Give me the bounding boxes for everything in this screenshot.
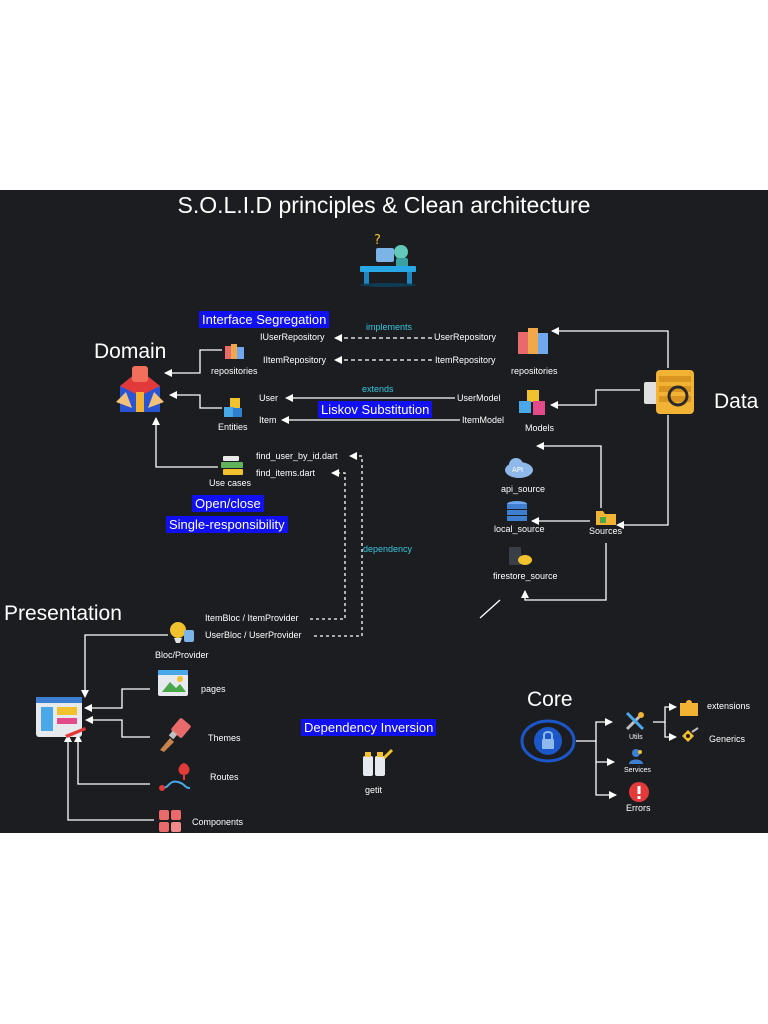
entities-label: Entities <box>218 422 248 432</box>
sources-label: Sources <box>589 526 623 536</box>
user-model-label: UserModel <box>457 393 501 403</box>
presentation-section-title: Presentation <box>4 602 122 625</box>
bloc-provider-label: Bloc/Provider <box>155 650 209 660</box>
data-to-models-line <box>550 389 640 409</box>
liskov-substitution-label: Liskov Substitution <box>318 401 433 418</box>
extensions-label: extensions <box>707 701 751 711</box>
utils-tools-icon <box>624 710 646 732</box>
pages-label: pages <box>201 684 226 694</box>
components-grid-icon <box>158 809 184 833</box>
svg-text:?: ? <box>374 233 381 248</box>
pages-icon <box>156 668 190 698</box>
find-items-label: find_items.dart <box>256 468 316 478</box>
api-source-cloud-icon: API <box>503 456 535 480</box>
utils-to-generics-line <box>664 722 677 741</box>
data-repositories-label: repositories <box>511 366 558 376</box>
services-label: Services <box>624 767 651 774</box>
utils-label: Utils <box>629 734 643 741</box>
local-source-label: local_source <box>494 524 545 534</box>
interface-segregation-label: Interface Segregation <box>199 311 330 328</box>
domain-house-icon <box>112 362 168 418</box>
extensions-puzzle-icon <box>678 697 700 717</box>
user-bloc-dependency-line <box>314 452 363 637</box>
entities-to-domain-line <box>169 391 222 409</box>
getit-label: getit <box>365 785 383 795</box>
services-icon <box>626 748 646 766</box>
sources-to-firestore-line <box>521 543 607 601</box>
implements-label: implements <box>366 322 413 332</box>
diagram-board: S.O.L.I.D principles & Clean architectur… <box>0 190 768 833</box>
bloc-provider-icon <box>168 620 196 644</box>
core-section-title: Core <box>527 688 573 711</box>
models-cubes-icon <box>517 389 549 419</box>
connector-lines <box>64 327 677 821</box>
item-entity-label: Item <box>259 415 277 425</box>
stray-diagonal-line <box>479 599 501 619</box>
entities-cubes-icon <box>222 397 244 419</box>
getit-bottles-icon <box>360 748 394 778</box>
use-cases-label: Use cases <box>209 478 252 488</box>
data-section-title: Data <box>714 390 759 413</box>
page-title: S.O.L.I.D principles & Clean architectur… <box>177 192 591 218</box>
domain-repositories-label: repositories <box>211 366 258 376</box>
routes-to-presentation-line <box>74 734 150 785</box>
item-model-label: ItemModel <box>462 415 505 425</box>
user-repository-label: UserRepository <box>434 332 497 342</box>
data-to-repositories-line <box>551 327 669 368</box>
firestore-source-label: firestore_source <box>493 571 558 581</box>
core-to-errors-line <box>595 762 617 799</box>
item-repository-label: ItemRepository <box>435 355 496 365</box>
developer-desk-icon: ? <box>356 230 420 288</box>
errors-alert-icon <box>628 781 650 803</box>
pages-to-presentation-line <box>84 688 150 712</box>
core-to-utils-line <box>576 718 613 742</box>
open-close-label: Open/close <box>192 495 264 512</box>
item-bloc-dependency-line <box>310 469 346 620</box>
core-to-services-line <box>595 741 615 766</box>
domain-section-title: Domain <box>94 340 167 363</box>
domain-repositories-icon <box>224 342 246 360</box>
firestore-source-icon <box>507 545 533 567</box>
components-label: Components <box>192 817 244 827</box>
find-user-by-id-label: find_user_by_id.dart <box>256 451 338 461</box>
themes-to-presentation-line <box>85 716 150 738</box>
routes-map-pin-icon <box>156 760 196 792</box>
single-responsibility-label: Single-responsibility <box>166 516 288 533</box>
sources-folder-icon <box>595 508 617 526</box>
iuser-repository-label: IUserRepository <box>260 332 325 342</box>
utils-to-extensions-line <box>653 703 677 723</box>
svg-text:API: API <box>512 466 523 474</box>
generics-icon <box>678 726 700 746</box>
item-bloc-label: ItemBloc / ItemProvider <box>205 613 299 623</box>
themes-brush-icon <box>156 718 192 754</box>
core-shield-icon <box>520 717 576 765</box>
components-to-presentation-line <box>64 734 154 821</box>
dependency-label: dependency <box>363 544 413 554</box>
extends-label: extends <box>362 384 394 394</box>
user-entity-label: User <box>259 393 279 403</box>
models-label: Models <box>525 423 555 433</box>
routes-label: Routes <box>210 772 239 782</box>
sources-to-api-line <box>536 442 602 508</box>
local-source-db-icon <box>505 500 529 522</box>
usecases-to-domain-line <box>152 417 218 468</box>
generics-label: Generics <box>709 734 746 744</box>
bloc-to-presentation-line <box>81 634 168 698</box>
data-server-icon <box>642 368 698 418</box>
iitem-repository-label: IItemRepository <box>263 355 327 365</box>
repositories-to-domain-line <box>164 349 222 377</box>
api-source-label: api_source <box>501 484 546 494</box>
dependency-inversion-label: Dependency Inversion <box>301 719 437 736</box>
use-cases-books-icon <box>220 455 246 477</box>
errors-label: Errors <box>626 803 651 813</box>
user-bloc-label: UserBloc / UserProvider <box>205 630 302 640</box>
data-to-sources-line <box>616 415 669 529</box>
data-repositories-icon <box>516 326 550 356</box>
presentation-screen-icon <box>35 695 87 741</box>
themes-label: Themes <box>208 733 241 743</box>
